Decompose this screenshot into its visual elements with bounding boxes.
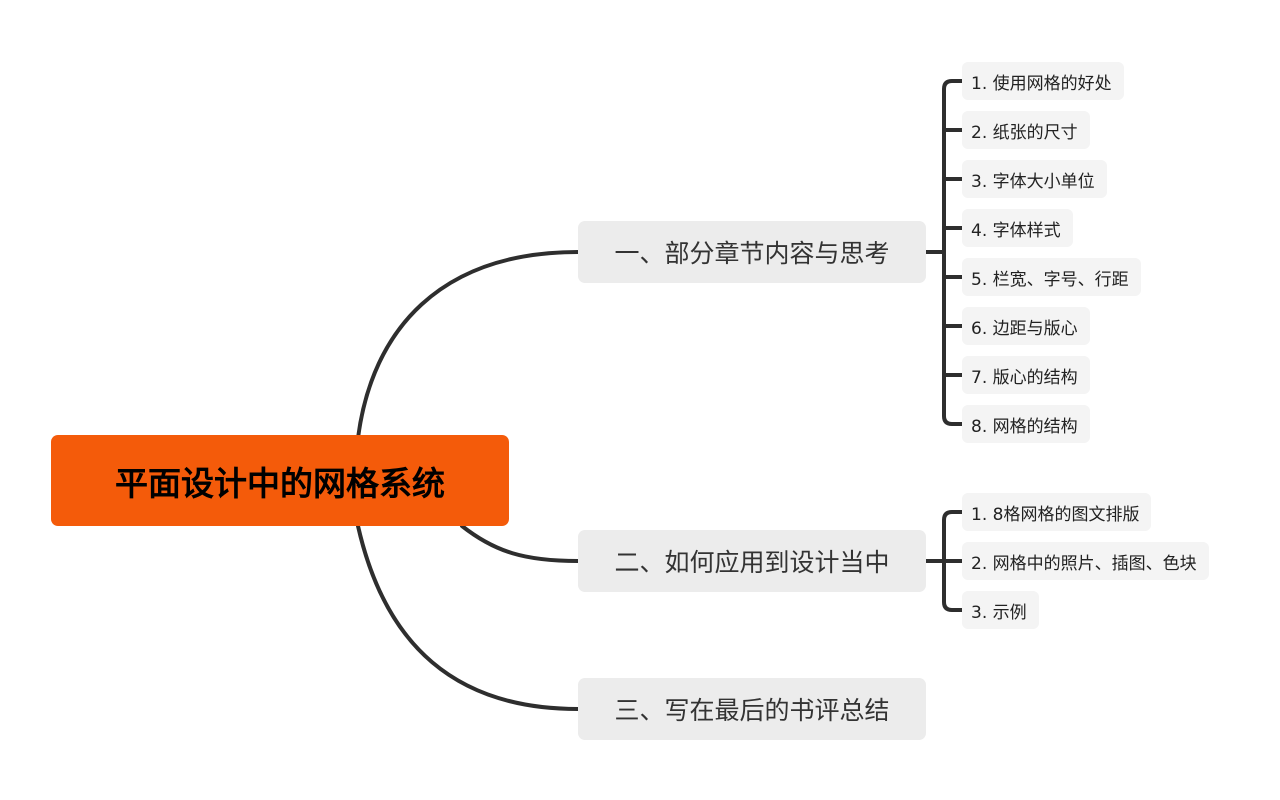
- connector-branch-1: [356, 250, 580, 440]
- branch-topic-2[interactable]: 二、如何应用到设计当中: [578, 530, 926, 592]
- subtopic[interactable]: 2. 网格中的照片、插图、色块: [962, 542, 1209, 580]
- subtopic[interactable]: 1. 使用网格的好处: [962, 62, 1124, 100]
- subtopic[interactable]: 6. 边距与版心: [962, 307, 1090, 345]
- subtopic[interactable]: 2. 纸张的尺寸: [962, 111, 1090, 149]
- subtopic[interactable]: 8. 网格的结构: [962, 405, 1090, 443]
- subtopic[interactable]: 5. 栏宽、字号、行距: [962, 258, 1141, 296]
- subtopic[interactable]: 1. 8格网格的图文排版: [962, 493, 1152, 531]
- subtopic[interactable]: 3. 示例: [962, 591, 1039, 629]
- branch-topic-3[interactable]: 三、写在最后的书评总结: [578, 678, 926, 740]
- bracket-branch-1: [924, 79, 964, 426]
- connector-branch-3: [356, 524, 580, 711]
- subtopic[interactable]: 3. 字体大小单位: [962, 160, 1107, 198]
- connector-branch-2: [460, 524, 580, 563]
- branch-topic-1[interactable]: 一、部分章节内容与思考: [578, 221, 926, 283]
- subtopic[interactable]: 4. 字体样式: [962, 209, 1073, 247]
- subtopic[interactable]: 7. 版心的结构: [962, 356, 1090, 394]
- root-topic[interactable]: 平面设计中的网格系统: [51, 435, 509, 526]
- bracket-branch-2: [924, 510, 964, 612]
